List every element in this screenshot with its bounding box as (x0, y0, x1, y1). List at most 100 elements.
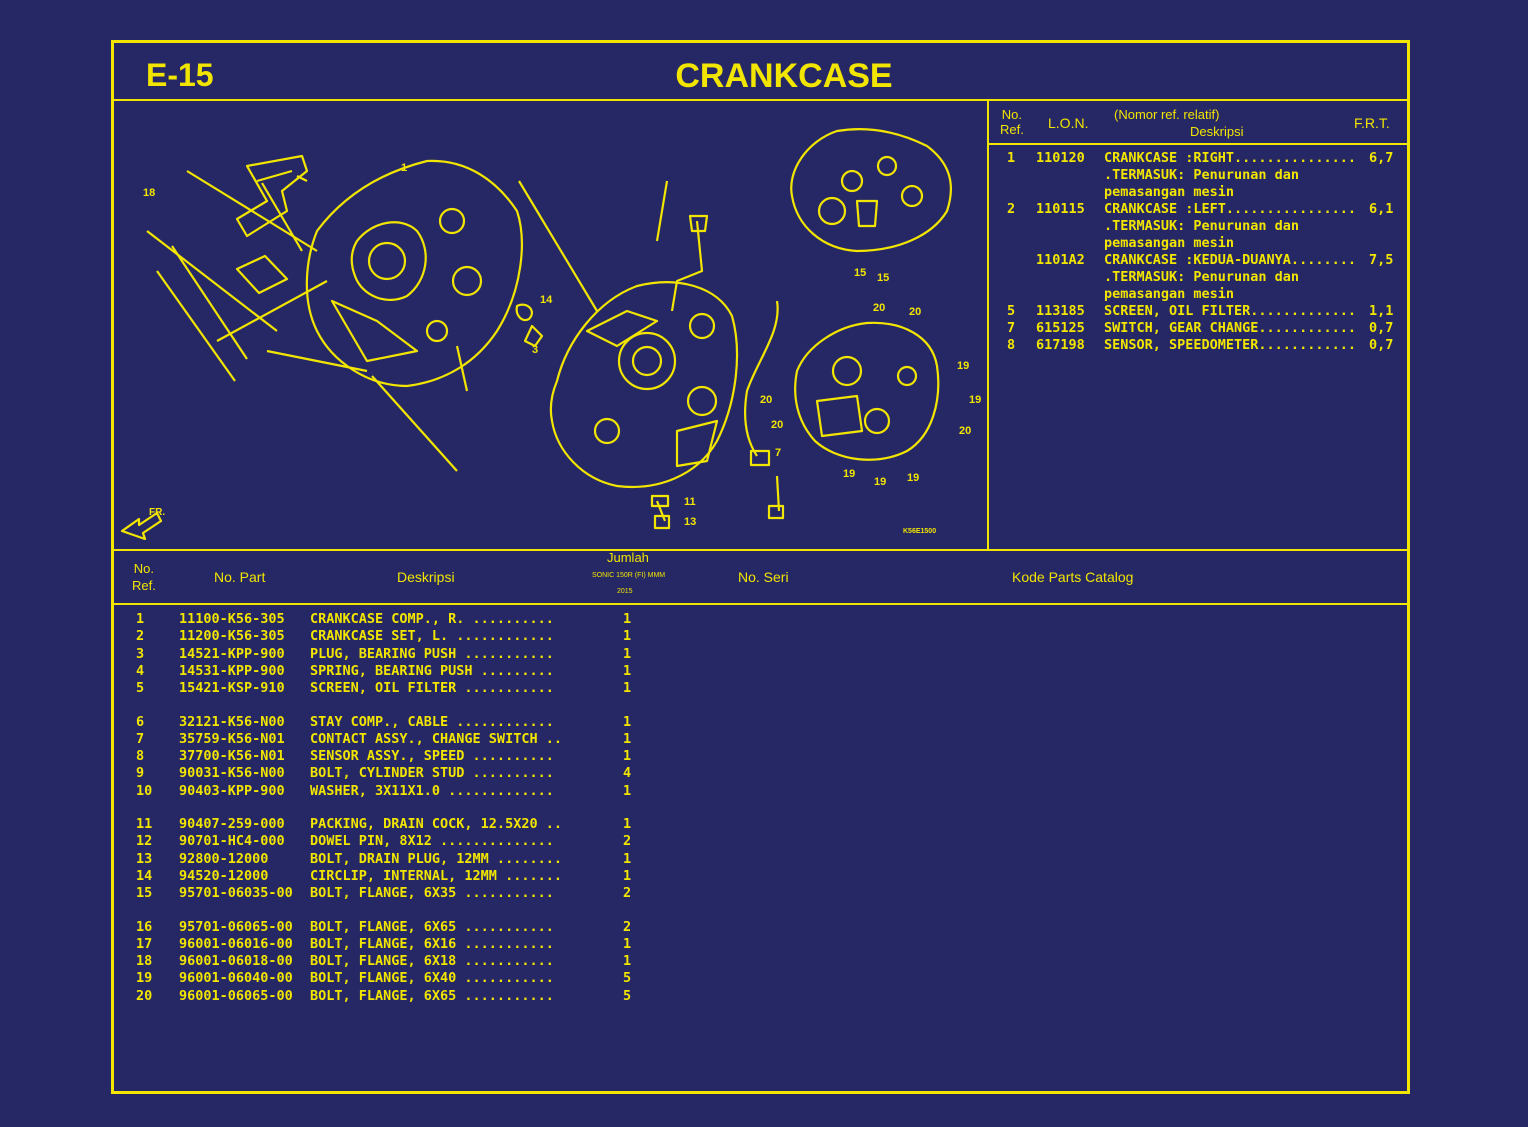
part-ref: 13 (136, 850, 153, 867)
parts-top-divider (114, 549, 1407, 551)
parts-header-jumlah-model: SONIC 150R (FI) MMM (592, 572, 666, 579)
lon-code: 113185 (1036, 303, 1085, 319)
part-qty: 1 (623, 713, 632, 730)
callout-20b: 20 (909, 306, 921, 318)
part-number: 90407-259-000 (179, 816, 285, 832)
crankcase-exploded-diagram: 1 18 14 3 15 15 20 20 19 19 20 20 20 19 … (120, 128, 981, 541)
part-ref: 3 (136, 645, 145, 662)
callout-3: 3 (532, 344, 538, 356)
drawing-code: K56E1500 (903, 528, 936, 535)
parts-header-noref: No. Ref. (132, 561, 156, 593)
lon-frt: 6,1 (1369, 201, 1394, 217)
callout-19e: 19 (907, 472, 919, 484)
part-number: 92800-12000 (179, 850, 269, 867)
part-number: 96001-06018-00 (179, 953, 293, 970)
part-qty: 1 (623, 680, 632, 697)
callout-20a: 20 (873, 302, 885, 314)
lon-frt: 0,7 (1369, 337, 1394, 353)
part-ref: 19 (136, 970, 153, 987)
part-qty: 2 (623, 918, 632, 935)
part-number: 35759-K56-N01 (179, 730, 285, 747)
lon-desc: SENSOR, SPEEDOMETER............ (1104, 337, 1356, 353)
part-ref: 17 (136, 935, 153, 952)
part-ref: 20 (136, 987, 153, 1004)
part-number: 14521-KPP-900 (179, 645, 285, 662)
part-qty: 1 (623, 645, 632, 662)
part-number: 14531-KPP-900 (179, 662, 285, 679)
part-number: 90031-K56-N00 (179, 765, 285, 782)
callout-20e: 20 (959, 425, 971, 437)
callout-19c: 19 (843, 468, 855, 480)
page-title: CRANKCASE (675, 57, 893, 95)
part-number: 95701-06035-00 (179, 885, 293, 902)
part-qty: 1 (623, 867, 632, 884)
callout-20d: 20 (771, 419, 783, 431)
parts-header-jumlah: Jumlah (607, 550, 649, 565)
catalog-frame: E-15 CRANKCASE No. Ref. L.O.N. (Nomor re… (111, 40, 1410, 1094)
part-desc: CONTACT ASSY., CHANGE SWITCH .. (310, 730, 562, 747)
lon-code: 617198 (1036, 337, 1085, 353)
part-number: 94520-12000 (179, 867, 269, 884)
front-label: FR. (149, 507, 165, 518)
part-qty: 1 (623, 611, 632, 627)
part-desc: DOWEL PIN, 8X12 .............. (310, 833, 554, 850)
lon-header-deskripsi: Deskripsi (1190, 124, 1244, 139)
callout-20c: 20 (760, 394, 772, 406)
part-desc: SPRING, BEARING PUSH ......... (310, 662, 554, 679)
callout-15a: 15 (854, 267, 866, 279)
lon-ref: 5 (1007, 303, 1016, 319)
part-ref: 4 (136, 662, 145, 679)
lon-header-noref: No. Ref. (1000, 107, 1024, 137)
parts-header-jumlah-year: 2015 (617, 588, 633, 595)
lon-desc: pemasangan mesin (1104, 184, 1235, 200)
part-qty: 4 (623, 765, 632, 782)
callout-7: 7 (775, 447, 781, 459)
part-desc: BOLT, DRAIN PLUG, 12MM ........ (310, 850, 562, 867)
lon-header-frt: F.R.T. (1354, 115, 1390, 131)
part-number: 15421-KSP-910 (179, 680, 285, 697)
lon-code: 615125 (1036, 320, 1085, 336)
lon-desc: pemasangan mesin (1104, 235, 1235, 251)
part-qty: 1 (623, 748, 632, 765)
lon-desc: .TERMASUK: Penurunan dan (1104, 269, 1300, 285)
part-number: 90403-KPP-900 (179, 782, 285, 799)
part-ref: 9 (136, 765, 145, 782)
lon-desc: CRANKCASE :LEFT................ (1104, 201, 1356, 217)
parts-header-nopart: No. Part (214, 569, 266, 585)
part-desc: SCREEN, OIL FILTER ........... (310, 680, 554, 697)
part-desc: BOLT, FLANGE, 6X18 ........... (310, 953, 554, 970)
lon-frt: 6,7 (1369, 150, 1394, 166)
part-desc: STAY COMP., CABLE ............ (310, 713, 554, 730)
lon-desc: .TERMASUK: Penurunan dan (1104, 167, 1300, 183)
part-number: 32121-K56-N00 (179, 713, 285, 730)
lon-frt: 7,5 (1369, 252, 1394, 268)
lon-desc: SCREEN, OIL FILTER............. (1104, 303, 1356, 319)
part-qty: 5 (623, 987, 632, 1004)
lon-code: 110120 (1036, 150, 1085, 166)
parts-header-noseri: No. Seri (738, 569, 789, 585)
part-ref: 10 (136, 782, 153, 799)
part-ref: 7 (136, 730, 145, 747)
part-qty: 1 (623, 953, 632, 970)
lon-desc: CRANKCASE :RIGHT............... (1104, 150, 1356, 166)
part-number: 96001-06016-00 (179, 935, 293, 952)
part-desc: BOLT, FLANGE, 6X16 ........... (310, 935, 554, 952)
part-ref: 1 (136, 611, 145, 627)
part-qty: 1 (623, 816, 632, 832)
lon-desc: .TERMASUK: Penurunan dan (1104, 218, 1300, 234)
parts-header-deskripsi: Deskripsi (397, 569, 455, 585)
part-ref: 8 (136, 748, 145, 765)
part-desc: WASHER, 3X11X1.0 ............. (310, 782, 554, 799)
page-code: E-15 (146, 57, 214, 93)
lon-ref: 2 (1007, 201, 1016, 217)
part-desc: BOLT, FLANGE, 6X65 ........... (310, 987, 554, 1004)
callout-19d: 19 (874, 476, 886, 488)
part-ref: 2 (136, 628, 145, 645)
part-ref: 18 (136, 953, 153, 970)
lon-header-nomor-ref: (Nomor ref. relatif) (1114, 107, 1220, 122)
lon-ref: 1 (1007, 150, 1016, 166)
callout-15b: 15 (877, 272, 889, 284)
part-desc: BOLT, FLANGE, 6X40 ........... (310, 970, 554, 987)
part-ref: 6 (136, 713, 145, 730)
callout-18: 18 (143, 187, 155, 199)
